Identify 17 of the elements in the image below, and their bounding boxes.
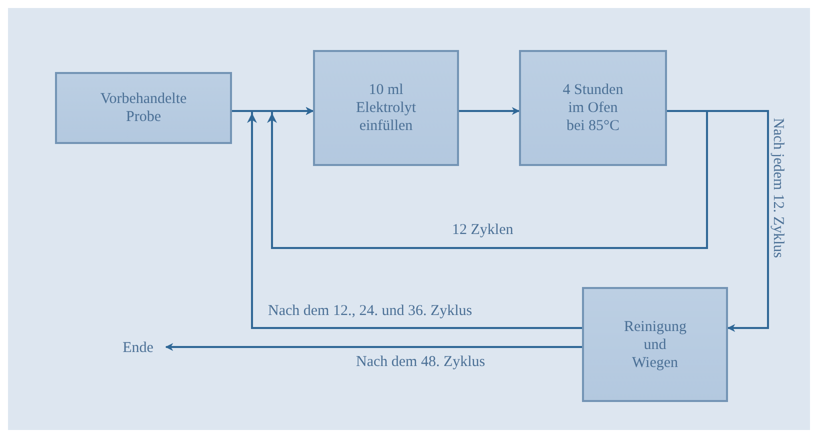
end-label: Ende [112, 337, 164, 359]
step-label: Reinigung und Wiegen [624, 318, 686, 372]
process-box [55, 72, 232, 144]
arrow [247, 107, 582, 329]
step-label: 4 Stunden im Ofen bei 85°C [562, 81, 624, 135]
step-label: 10 ml Elektrolyt einfüllen [355, 81, 417, 135]
edge-label: Nach dem 12., 24. und 36. Zyklus [268, 302, 472, 320]
edge-label: Nach dem 48. Zyklus [356, 353, 486, 371]
step-label: Vorbehandelte Probe [99, 90, 188, 126]
arrow [667, 110, 769, 332]
process-box [582, 287, 728, 402]
edge-label: Nach jedem 12. Zyklus [768, 118, 787, 258]
arrow [459, 107, 520, 115]
arrow [165, 343, 582, 351]
edge-label: 12 Zyklen [452, 221, 514, 239]
process-box [313, 50, 459, 166]
process-box [519, 50, 667, 166]
